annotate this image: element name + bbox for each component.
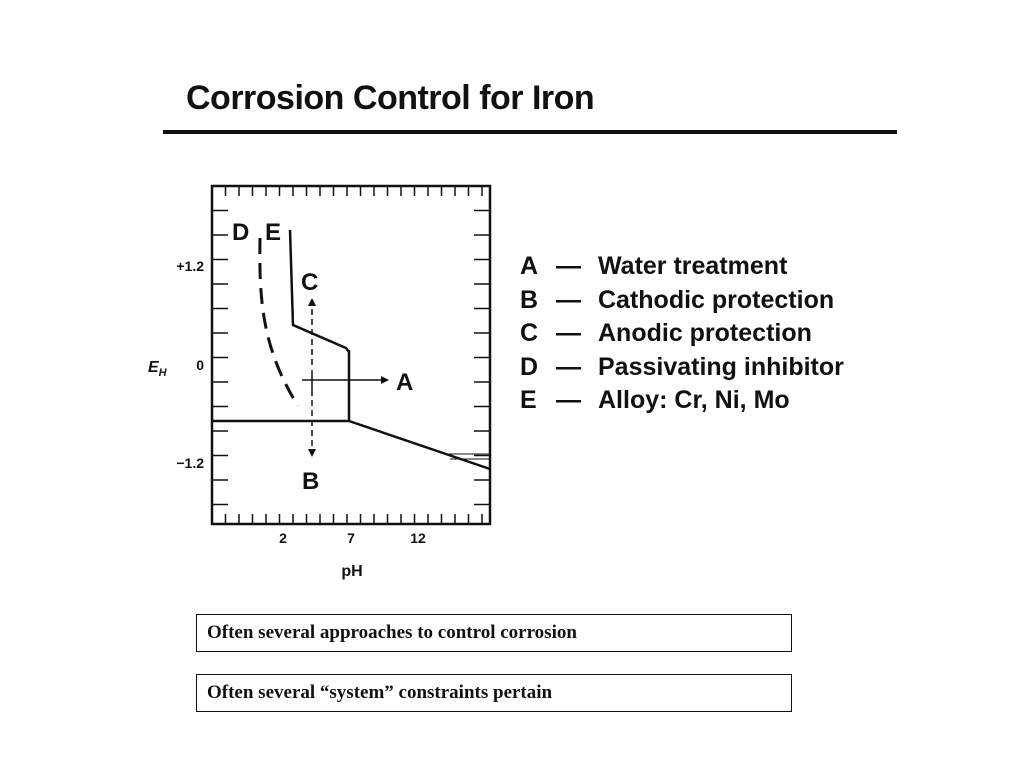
legend-item: D — Passivating inhibitor bbox=[520, 351, 844, 385]
note-box-approaches: Often several approaches to control corr… bbox=[196, 614, 792, 652]
y-tick-label: +1.2 bbox=[176, 258, 204, 274]
legend-dash: — bbox=[556, 352, 581, 381]
legend-item: C — Anodic protection bbox=[520, 317, 844, 351]
x-tick-label: 2 bbox=[279, 530, 287, 546]
legend-text: Water treatment bbox=[598, 252, 788, 280]
legend-text: Alloy: Cr, Ni, Mo bbox=[598, 386, 790, 414]
curve-label-e: E bbox=[265, 219, 281, 246]
legend-dash: — bbox=[556, 386, 581, 414]
arrow-label-c: C bbox=[301, 269, 318, 296]
plot-frame bbox=[210, 184, 492, 526]
curve-label-d: D bbox=[232, 219, 249, 246]
legend-key: A bbox=[520, 252, 539, 280]
x-axis-label: pH bbox=[341, 563, 362, 580]
x-tick-label: 7 bbox=[347, 530, 355, 546]
arrow-label-a: A bbox=[396, 369, 413, 396]
legend-key: B bbox=[520, 285, 539, 314]
legend-key: D bbox=[520, 352, 539, 381]
legend-dash: — bbox=[556, 319, 581, 347]
tick-marks bbox=[212, 186, 490, 524]
arrow-label-b: B bbox=[302, 468, 319, 495]
y-axis-symbol: E bbox=[148, 359, 160, 376]
legend-text: Anodic protection bbox=[598, 319, 812, 347]
legend-key: C bbox=[520, 319, 539, 347]
curve-e bbox=[288, 229, 350, 353]
legend-text: Passivating inhibitor bbox=[598, 352, 844, 381]
legend-item: B — Cathodic protection bbox=[520, 284, 844, 318]
legend: A—Water treatment B—Cathodic protection … bbox=[520, 250, 844, 418]
y-axis-subscript: H bbox=[159, 367, 168, 379]
y-tick-label: −1.2 bbox=[176, 455, 204, 471]
x-tick-label: 12 bbox=[410, 530, 426, 546]
legend-item: E — Alloy: Cr, Ni, Mo bbox=[520, 384, 844, 418]
legend-dash: — bbox=[556, 285, 581, 314]
curve-d bbox=[258, 237, 300, 407]
legend-item: A — Water treatment bbox=[520, 250, 844, 284]
title-underline bbox=[163, 130, 897, 134]
y-axis-label: EH bbox=[148, 359, 168, 379]
legend-dash: — bbox=[556, 252, 581, 280]
legend-key: E bbox=[520, 386, 537, 414]
boundary-sloped bbox=[348, 419, 491, 471]
slide-title: Corrosion Control for Iron bbox=[186, 79, 595, 117]
y-tick-label: 0 bbox=[196, 357, 204, 373]
note-box-constraints: Often several “system” constraints perta… bbox=[196, 674, 792, 712]
legend-text: Cathodic protection bbox=[598, 285, 835, 314]
